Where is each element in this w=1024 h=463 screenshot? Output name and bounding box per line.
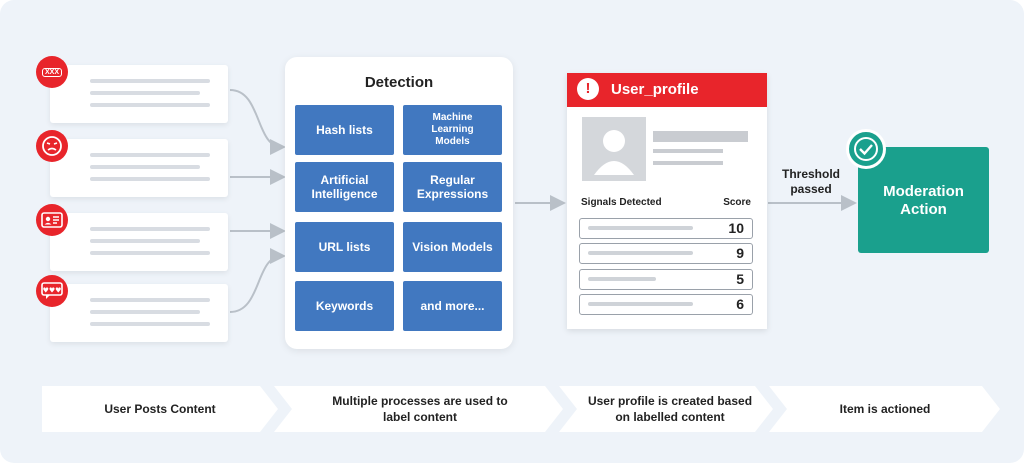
detection-panel: Detection Hash lists Machine Learning Mo… (285, 57, 513, 349)
step-chevron (769, 386, 1000, 432)
score-value: 6 (736, 296, 744, 312)
threshold-label: Threshold passed (781, 167, 840, 196)
step-profile-created: User profile is created based on labelle… (587, 393, 753, 424)
method-artificial-intelligence: Artificial Intelligence (295, 162, 394, 212)
method-hash-lists: Hash lists (295, 105, 394, 155)
step-user-posts: User Posts Content (104, 401, 216, 416)
step-item-actioned: Item is actioned (839, 401, 931, 416)
method-keywords: Keywords (295, 281, 394, 331)
score-value: 9 (736, 245, 744, 261)
post-card: XXX (36, 56, 228, 123)
score-row: 5 (579, 269, 753, 290)
post-card (36, 130, 228, 197)
post-card: ♥♥♥ (36, 275, 228, 342)
score-value: 10 (728, 220, 744, 236)
arrow-post4 (229, 248, 286, 313)
avatar (582, 117, 646, 181)
method-vision-models: Vision Models (403, 222, 502, 272)
score-row: 6 (579, 294, 753, 315)
user-profile-card: ! User_profile Signals Detected Score 10… (567, 73, 767, 329)
alert-icon: ! (577, 78, 599, 100)
hearts-message-icon: ♥♥♥ (36, 275, 68, 307)
score-label: Score (723, 197, 751, 208)
method-and-more: and more... (403, 281, 502, 331)
post-card (36, 204, 228, 271)
profile-title: User_profile (611, 81, 699, 98)
moderation-action-label: Moderation Action (883, 183, 964, 218)
score-value: 5 (736, 271, 744, 287)
method-url-lists: URL lists (295, 222, 394, 272)
moderation-action-box: Moderation Action (846, 129, 989, 253)
step-chevron (559, 386, 773, 432)
score-row: 10 (579, 218, 753, 239)
signals-detected-label: Signals Detected (581, 197, 662, 208)
checkmark-icon (846, 129, 886, 169)
step-chevron (42, 386, 278, 432)
score-row: 9 (579, 243, 753, 264)
swear-icon: XXX (36, 56, 68, 88)
step-chevron (274, 386, 563, 432)
id-card-icon (36, 204, 68, 236)
svg-text:♥♥♥: ♥♥♥ (43, 287, 62, 295)
step-label-content: Multiple processes are used to label con… (332, 393, 508, 424)
profile-header: ! User_profile (567, 73, 767, 107)
profile-name-placeholder (653, 131, 748, 142)
angry-face-icon (36, 130, 68, 162)
arrow-post1 (229, 89, 286, 155)
detection-title: Detection (364, 74, 434, 91)
method-machine-learning: Machine Learning Models (403, 105, 502, 155)
method-regular-expressions: Regular Expressions (403, 162, 502, 212)
